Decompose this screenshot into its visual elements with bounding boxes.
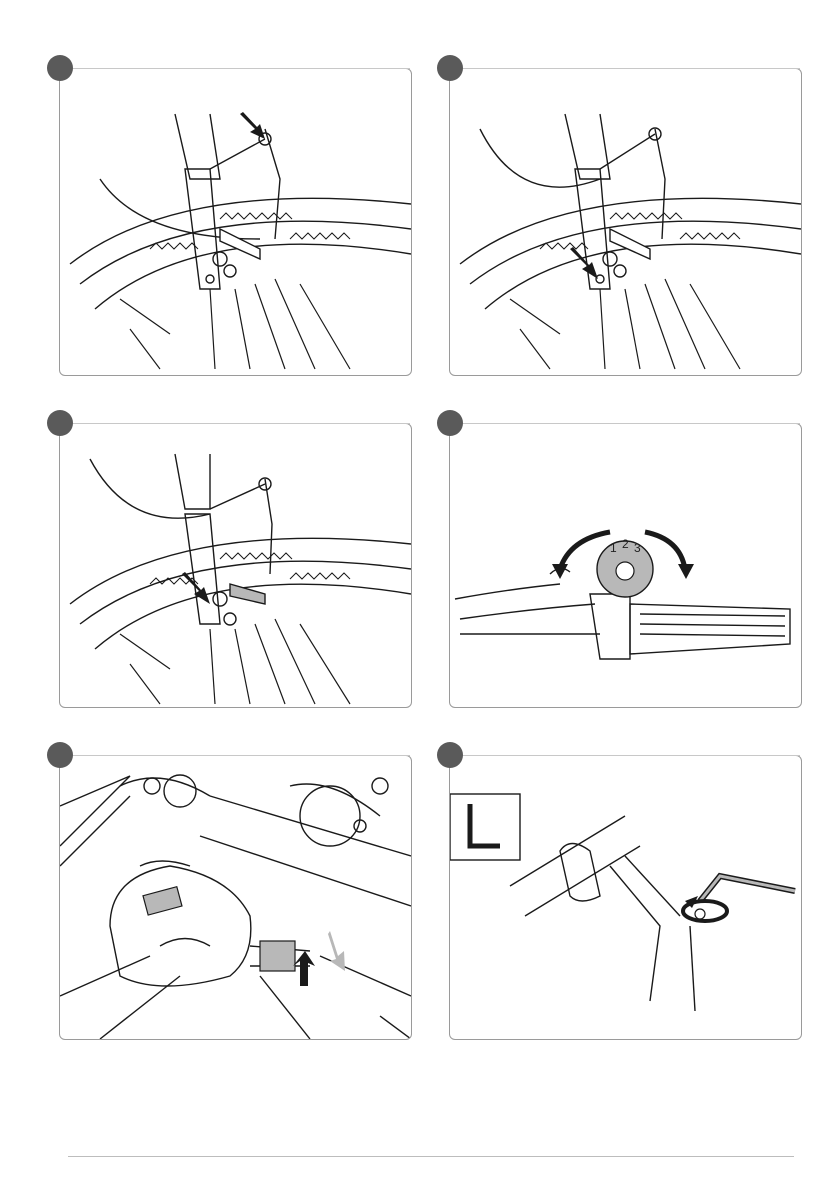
panel-step-1 xyxy=(59,68,412,376)
panel-step-4: 1 2 3 xyxy=(449,423,802,708)
panel-step-3 xyxy=(59,423,412,708)
brake-illustration-3 xyxy=(60,424,411,707)
step-1-badge xyxy=(47,55,73,81)
pointer-arrow xyxy=(570,247,598,279)
shifter-illustration: 1 2 3 xyxy=(450,424,801,707)
pointer-arrow-light xyxy=(328,931,345,971)
hub-illustration xyxy=(60,756,411,1039)
panel-step-2 xyxy=(449,68,802,376)
brake-illustration-2 xyxy=(450,69,801,375)
step-2-header-line xyxy=(462,68,800,69)
step-4-badge xyxy=(437,410,463,436)
hex-key-illustration xyxy=(450,756,801,1039)
panel-step-6 xyxy=(449,755,802,1040)
footer-rule xyxy=(68,1156,794,1157)
step-5-header-line xyxy=(72,755,410,756)
panel-step-5 xyxy=(59,755,412,1040)
brake-illustration-1 xyxy=(60,69,411,375)
gear-label-3: 3 xyxy=(634,541,641,555)
step-4-header-line xyxy=(462,423,800,424)
pointer-arrow xyxy=(293,951,315,986)
gear-label-2: 2 xyxy=(622,537,629,551)
step-6-badge xyxy=(437,742,463,768)
step-2-badge xyxy=(437,55,463,81)
step-5-badge xyxy=(47,742,73,768)
gear-label-1: 1 xyxy=(610,541,617,555)
step-3-badge xyxy=(47,410,73,436)
step-1-header-line xyxy=(72,68,410,69)
hex-key-inset xyxy=(450,794,520,860)
step-6-header-line xyxy=(462,755,800,756)
pointer-arrow xyxy=(240,112,265,139)
step-3-header-line xyxy=(72,423,410,424)
